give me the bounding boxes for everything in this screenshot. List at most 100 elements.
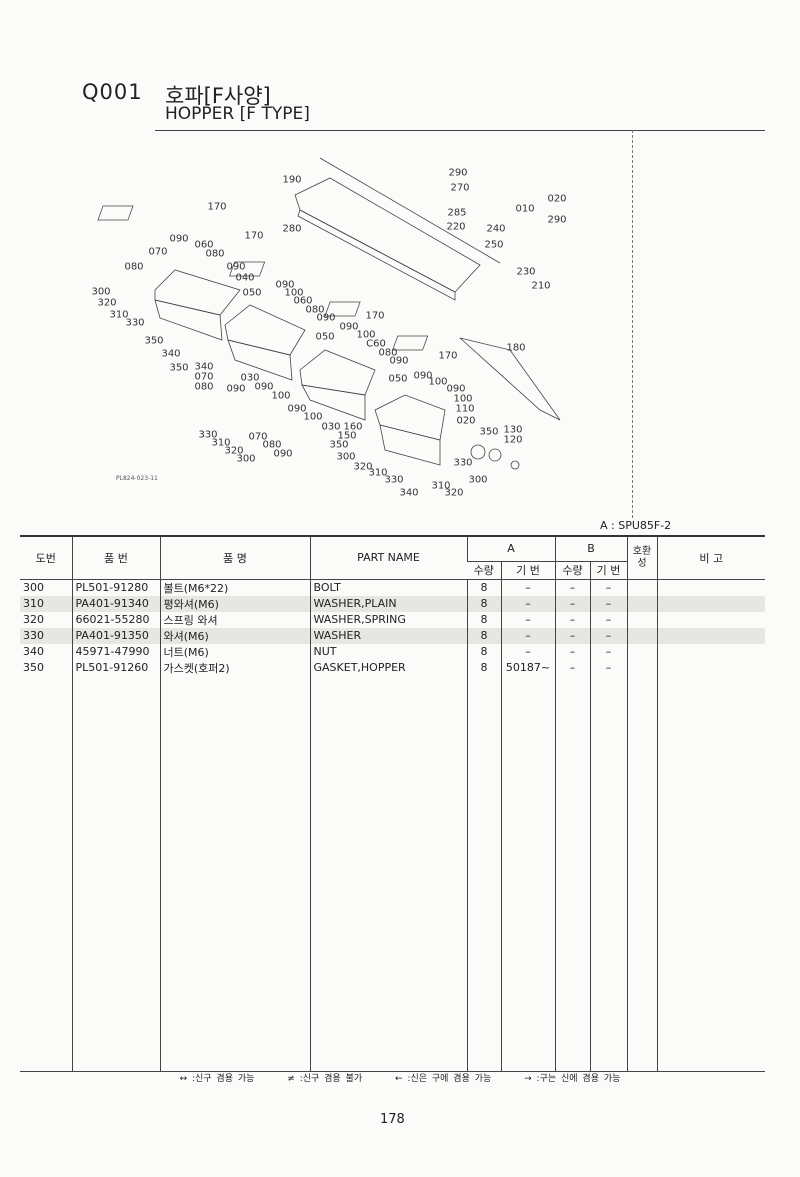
part-callout: 070 bbox=[194, 371, 214, 383]
part-callout: 310 bbox=[431, 480, 451, 492]
part-callout: 290 bbox=[448, 167, 468, 179]
page-number: 178 bbox=[380, 1112, 405, 1127]
part-callout: 100 bbox=[303, 411, 323, 423]
empty-cell bbox=[554, 675, 590, 1072]
part-callout: 350 bbox=[479, 426, 499, 438]
part-callout: 350 bbox=[329, 439, 349, 451]
part-callout: 080 bbox=[378, 347, 398, 359]
cell-a-serial: – bbox=[500, 643, 555, 660]
header-name-korean: 품 명 bbox=[159, 535, 310, 580]
part-callout: 330 bbox=[453, 457, 473, 469]
part-callout: 310 bbox=[109, 309, 129, 321]
empty-cell bbox=[20, 675, 72, 1072]
part-callout: 300 bbox=[468, 474, 488, 486]
part-callout: 320 bbox=[97, 297, 117, 309]
cell-name-kr: 너트(M6) bbox=[159, 643, 310, 660]
part-callout: 090 bbox=[413, 370, 433, 382]
cell-no: 330 bbox=[20, 627, 72, 644]
cell-a-serial: – bbox=[500, 595, 555, 612]
cell-b-qty: – bbox=[554, 627, 590, 644]
cell-part-no: PL501-91260 bbox=[71, 659, 160, 676]
part-callout: 350 bbox=[169, 362, 189, 374]
table-empty-area bbox=[20, 675, 765, 1072]
cell-part-name: NUT bbox=[309, 643, 467, 660]
part-callout: 320 bbox=[224, 445, 244, 457]
part-callout: 090 bbox=[254, 381, 274, 393]
part-callout: 090 bbox=[446, 383, 466, 395]
empty-cell bbox=[626, 675, 657, 1072]
part-callout: 100 bbox=[356, 329, 376, 341]
legend-item: ← :신은 구에 겸용 가능 bbox=[395, 1074, 492, 1084]
header-interchangeability: 호환성 bbox=[626, 535, 657, 580]
part-callout: 100 bbox=[271, 390, 291, 402]
hopper-lid-drawing bbox=[294, 157, 501, 301]
cell-b-serial: – bbox=[589, 627, 627, 644]
cell-b-qty: – bbox=[554, 579, 590, 596]
cell-a-qty: 8 bbox=[466, 579, 501, 596]
cell-name-kr: 와셔(M6) bbox=[159, 627, 310, 644]
part-callout: 080 bbox=[305, 304, 325, 316]
part-callout: 310 bbox=[211, 437, 231, 449]
part-callout: 250 bbox=[484, 239, 504, 251]
part-callout: 220 bbox=[446, 221, 466, 233]
part-callout: 080 bbox=[262, 439, 282, 451]
part-callout: 080 bbox=[194, 381, 214, 393]
part-callout: 090 bbox=[273, 448, 293, 460]
cell-name-kr: 볼트(M6*22) bbox=[159, 579, 310, 596]
cell-a-serial: – bbox=[500, 579, 555, 596]
section-title-korean: 호파[F사양] bbox=[165, 84, 271, 108]
part-callout: 180 bbox=[506, 342, 526, 354]
header-a-serial: 기 번 bbox=[500, 561, 555, 580]
legend-item: ↔ :신구 겸용 가능 bbox=[179, 1074, 255, 1084]
part-callout: 160 bbox=[343, 421, 363, 433]
header-remarks: 비 고 bbox=[656, 535, 765, 580]
cell-b-qty: – bbox=[554, 595, 590, 612]
cell-name-kr: 스프링 와셔 bbox=[159, 611, 310, 628]
part-callout: 100 bbox=[284, 287, 304, 299]
part-callout: 230 bbox=[516, 266, 536, 278]
cell-remarks bbox=[656, 643, 765, 660]
part-callout: 100 bbox=[453, 393, 473, 405]
part-callout: 060 bbox=[293, 295, 313, 307]
cell-b-serial: – bbox=[589, 643, 627, 660]
cell-interchange bbox=[626, 659, 657, 676]
part-callout: 050 bbox=[242, 287, 262, 299]
part-callout: 280 bbox=[282, 223, 302, 235]
part-callout: 090 bbox=[389, 355, 409, 367]
part-callout: 150 bbox=[337, 430, 357, 442]
empty-cell bbox=[466, 675, 501, 1072]
cell-part-no: 66021-55280 bbox=[71, 611, 160, 628]
part-callout: 050 bbox=[315, 331, 335, 343]
part-callout: 070 bbox=[248, 431, 268, 443]
part-callout: 090 bbox=[339, 321, 359, 333]
empty-cell bbox=[159, 675, 310, 1072]
header-b-serial: 기 번 bbox=[589, 561, 627, 580]
header-part-name: PART NAME bbox=[309, 535, 467, 580]
part-callout: 340 bbox=[161, 348, 181, 360]
part-callout: 240 bbox=[486, 223, 506, 235]
cell-no: 350 bbox=[23, 661, 44, 674]
empty-cell bbox=[589, 675, 627, 1072]
part-callout: 320 bbox=[353, 461, 373, 473]
part-callout: 090 bbox=[275, 279, 295, 291]
cell-b-serial: – bbox=[589, 595, 627, 612]
interchangeability-legend: ↔ :신구 겸용 가능 ≠ :신구 겸용 불가 ← :신은 구에 겸용 가능 →… bbox=[0, 1071, 800, 1084]
cell-a-serial: 50187~ bbox=[500, 659, 555, 676]
hopper-box-drawings bbox=[154, 269, 446, 466]
part-callout: 300 bbox=[236, 453, 256, 465]
part-callout: 070 bbox=[148, 246, 168, 258]
cell-part-no: PA401-91350 bbox=[71, 627, 160, 644]
cell-remarks bbox=[656, 627, 765, 644]
cell-name-kr: 평와셔(M6) bbox=[159, 595, 310, 612]
part-callout: 170 bbox=[438, 350, 458, 362]
part-callout: 050 bbox=[388, 373, 408, 385]
cell-a-qty: 8 bbox=[466, 659, 501, 676]
header-b-qty: 수량 bbox=[554, 561, 590, 580]
part-callout: 090 bbox=[169, 233, 189, 245]
part-callout: 130 bbox=[503, 424, 523, 436]
part-callout: 285 bbox=[447, 207, 467, 219]
